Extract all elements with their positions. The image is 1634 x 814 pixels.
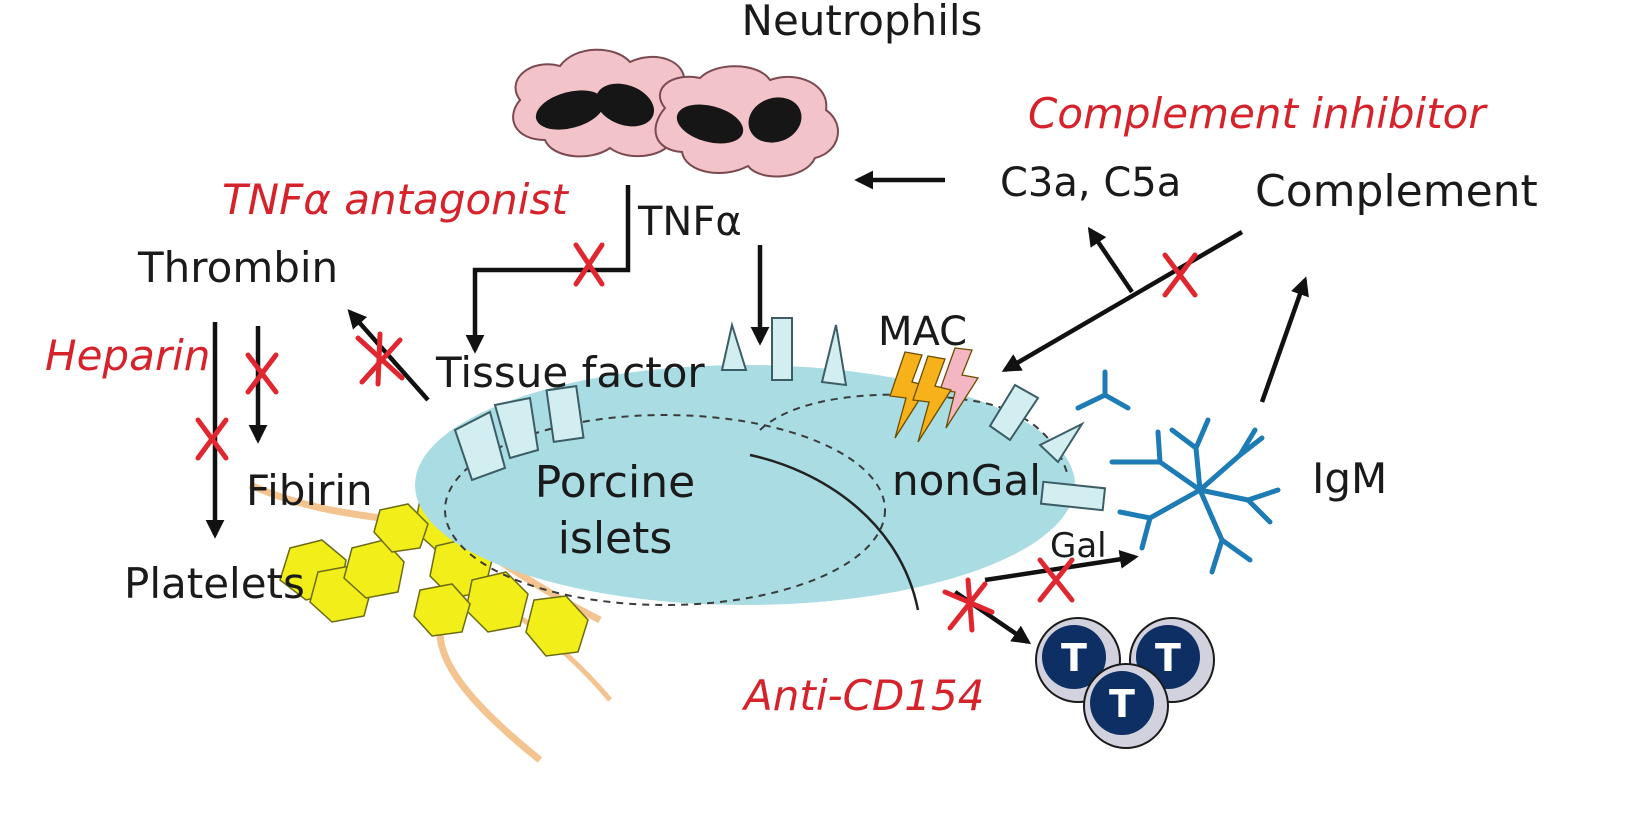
fibrin-label: Fibirin bbox=[246, 466, 373, 515]
arrow-tnfa-to-tissue-factor bbox=[465, 185, 631, 354]
neutrophils-label: Neutrophils bbox=[742, 0, 983, 45]
mac-label: MAC bbox=[878, 309, 967, 355]
t-cell: T bbox=[1083, 663, 1169, 749]
platelets-label: Platelets bbox=[124, 559, 305, 608]
x-mark-heparin-platelets bbox=[195, 417, 229, 461]
complement-inhibitor-label: Complement inhibitor bbox=[1028, 89, 1488, 138]
x-mark-complement bbox=[1162, 252, 1198, 298]
tnf-antagonist-label: TNFα antagonist bbox=[222, 175, 569, 224]
x-mark-tnf bbox=[573, 242, 605, 287]
t-cell-label: T bbox=[1155, 636, 1181, 680]
igm-label: IgM bbox=[1312, 454, 1387, 503]
arrow-complement-to-mac bbox=[1001, 230, 1244, 372]
thrombin-label: Thrombin bbox=[137, 243, 338, 292]
anti-cd154-label: Anti-CD154 bbox=[741, 671, 984, 720]
heparin-label: Heparin bbox=[45, 331, 210, 380]
complement-label: Complement bbox=[1255, 166, 1538, 217]
arrow-gal-to-igm bbox=[984, 549, 1139, 583]
t-cells: T T T bbox=[1035, 617, 1215, 749]
neutrophils-cells bbox=[512, 48, 839, 178]
x-mark-tissue-factor bbox=[355, 331, 405, 387]
t-cell-label: T bbox=[1109, 682, 1135, 726]
porcine-label: Porcine bbox=[535, 457, 695, 508]
tissue-factor-label: Tissue factor bbox=[435, 348, 705, 397]
pathway-arrows bbox=[205, 170, 1309, 645]
gal-label: Gal bbox=[1050, 526, 1107, 566]
arrow-complement-to-c3a bbox=[1087, 226, 1134, 294]
inhibition-marks bbox=[195, 242, 1198, 633]
arrow-igm-to-complement bbox=[1259, 276, 1309, 403]
x-mark-gal bbox=[1037, 557, 1075, 603]
tnfa-label: TNFα bbox=[637, 199, 742, 245]
labels: Neutrophils TNFα Thrombin Tissue factor … bbox=[124, 0, 1538, 608]
igm-molecule bbox=[1075, 369, 1281, 575]
surface-receptors bbox=[453, 317, 1107, 512]
islets-label: islets bbox=[558, 513, 673, 564]
c3a-c5a-label: C3a, C5a bbox=[1000, 160, 1181, 206]
x-mark-anti-cd154 bbox=[942, 577, 995, 633]
arrow-tissue-factor-to-thrombin bbox=[347, 309, 430, 402]
t-cell-label: T bbox=[1061, 636, 1087, 680]
mac-complex bbox=[889, 347, 980, 443]
x-mark-heparin-fibrin bbox=[245, 352, 279, 395]
nongal-label: nonGal bbox=[892, 456, 1041, 505]
inhibitor-labels: TNFα antagonist Heparin Complement inhib… bbox=[45, 89, 1488, 720]
